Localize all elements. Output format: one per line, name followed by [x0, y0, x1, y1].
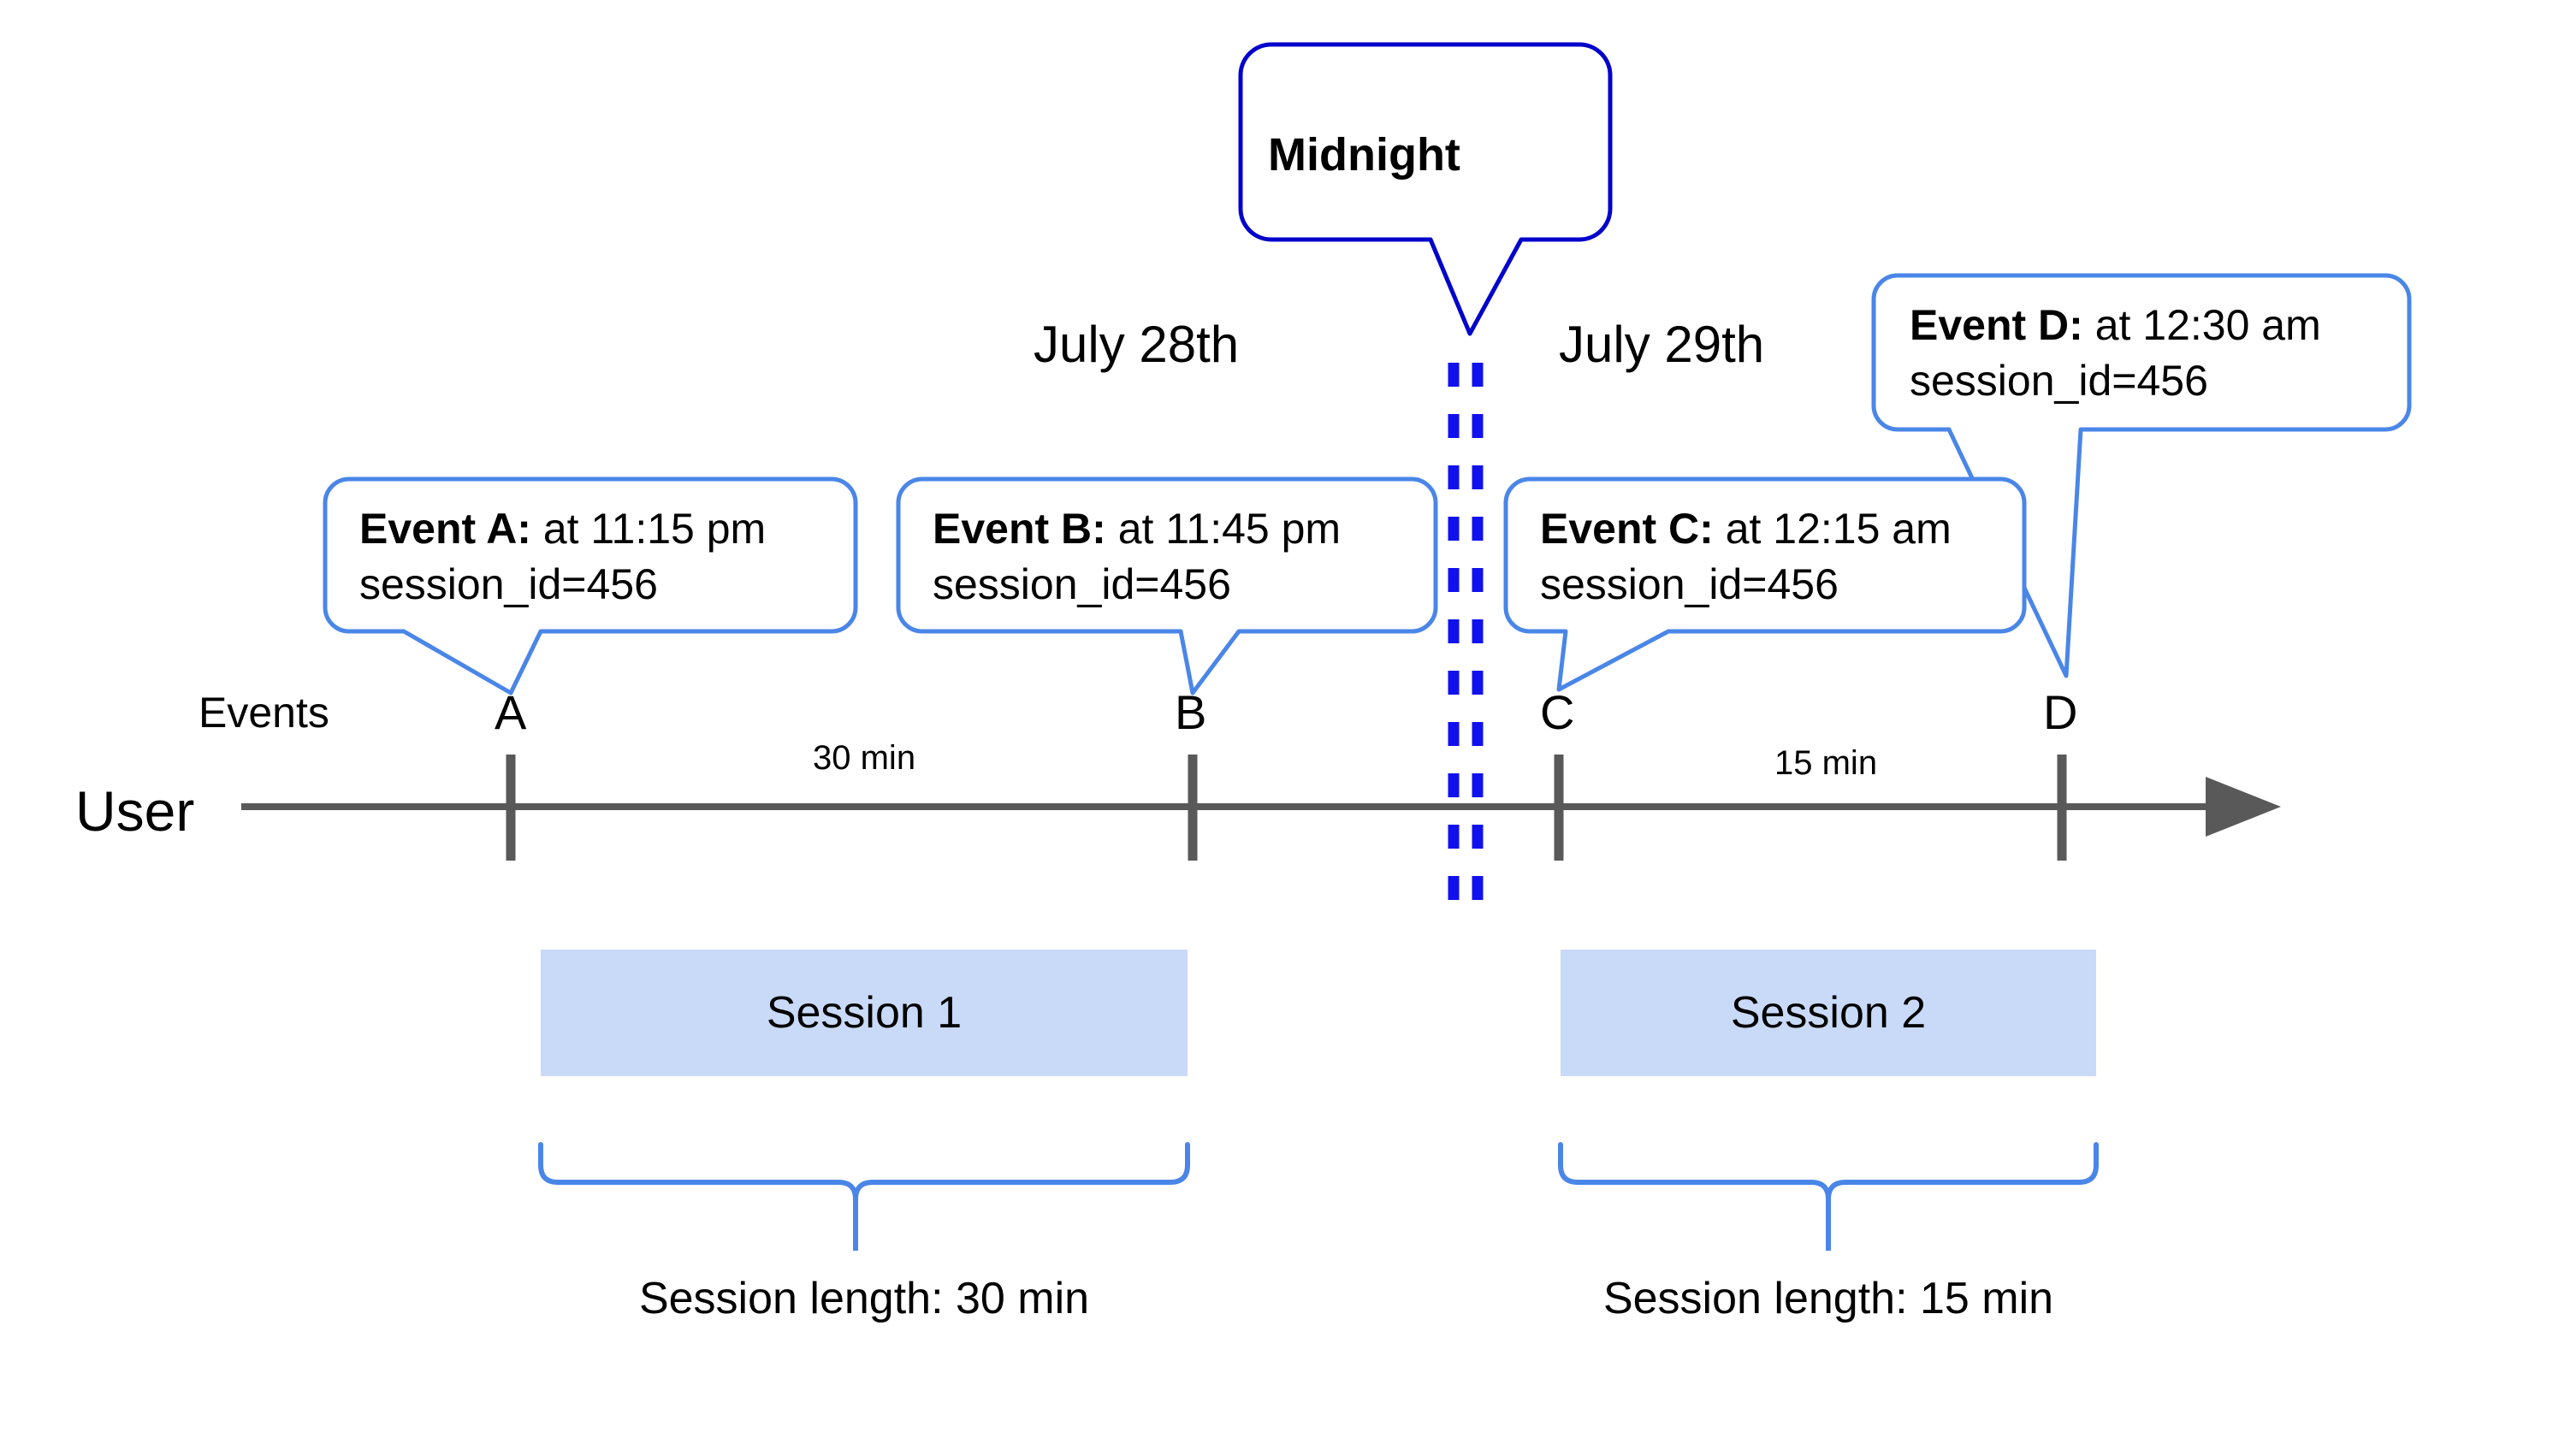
gap-label-cd: 15 min — [1774, 744, 1878, 782]
session-box-label-1: Session 1 — [766, 988, 963, 1038]
day-label-july-28: July 28th — [1034, 316, 1240, 373]
midnight-divider-lines — [1448, 363, 1484, 924]
event-callout-text-d: Event D: at 12:30 am session_id=456 — [1910, 298, 2321, 409]
session-length-label-1: Session length: 30 min — [638, 1274, 1090, 1323]
session-box-label-2: Session 2 — [1730, 988, 1927, 1038]
event-callout-detail-b: at 11:45 pm — [1105, 505, 1342, 553]
event-callout-title-c: Event C: — [1540, 505, 1714, 553]
midnight-callout-label: Midnight — [1268, 129, 1460, 181]
event-callout-detail-c: at 12:15 am — [1713, 505, 1952, 553]
row-label-events: Events — [198, 689, 329, 737]
timeline-marker-label-a: A — [495, 685, 527, 739]
session-box-2: Session 2 — [1561, 950, 2096, 1076]
event-callout-detail-a: at 11:15 pm — [530, 505, 767, 553]
session-length-label-2: Session length: 15 min — [1602, 1274, 2054, 1323]
event-callout-session-b: session_id=456 — [933, 560, 1231, 608]
timeline-marker-label-b: B — [1175, 685, 1207, 739]
event-callout-session-a: session_id=456 — [359, 560, 658, 608]
session-brace-1 — [538, 1142, 1190, 1251]
day-label-july-29: July 29th — [1559, 316, 1765, 373]
event-callout-detail-d: at 12:30 am — [2082, 301, 2321, 349]
session-box-1: Session 1 — [541, 950, 1188, 1076]
row-label-user: User — [75, 779, 195, 843]
midnight-callout-shape — [1238, 42, 1613, 336]
event-callout-text-b: Event B: at 11:45 pm session_id=456 — [933, 501, 1341, 613]
event-callout-text-c: Event C: at 12:15 am session_id=456 — [1540, 501, 1952, 613]
gap-label-ab: 30 min — [813, 739, 916, 777]
timeline-marker-label-c: C — [1540, 685, 1575, 739]
session-brace-2 — [1558, 1142, 2099, 1251]
event-callout-title-a: Event A: — [359, 505, 531, 553]
event-callout-text-a: Event A: at 11:15 pm session_id=456 — [359, 501, 766, 613]
event-callout-title-b: Event B: — [933, 505, 1106, 553]
event-callout-session-c: session_id=456 — [1540, 560, 1839, 608]
event-callout-session-d: session_id=456 — [1910, 357, 2208, 405]
timeline-axis — [241, 777, 2281, 837]
timeline-marker-label-d: D — [2043, 685, 2078, 739]
event-callout-title-d: Event D: — [1910, 301, 2083, 349]
